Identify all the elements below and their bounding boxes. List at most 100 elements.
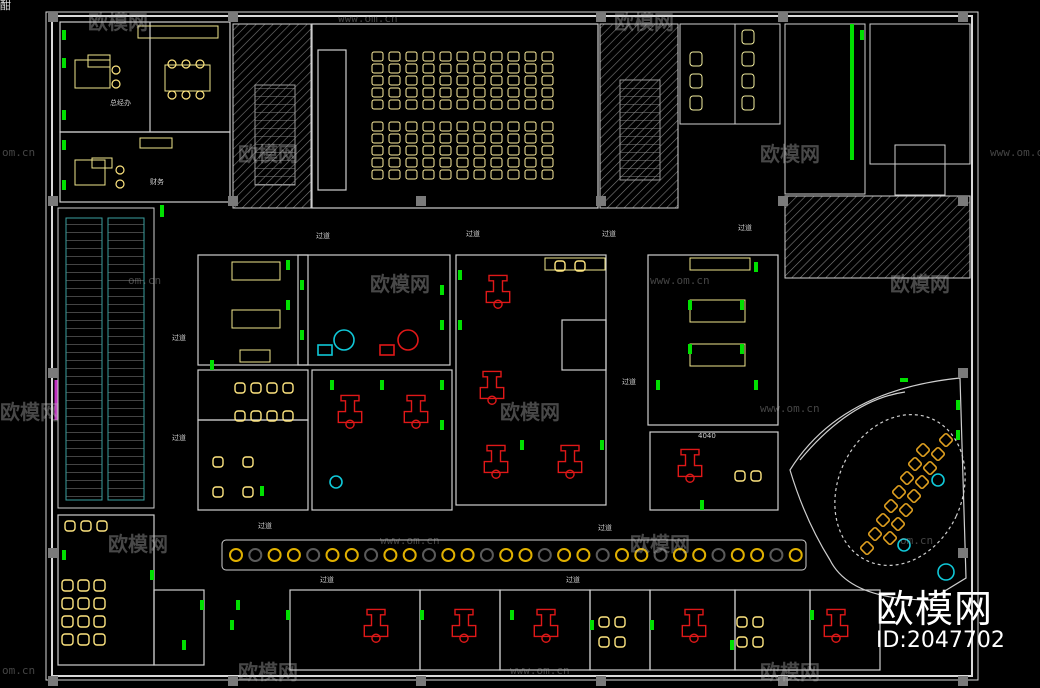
hall-seat [456, 145, 469, 156]
lounge-seat [867, 526, 883, 542]
bench-seat [634, 548, 649, 562]
hall-seat [371, 169, 384, 180]
treatment-equipment [337, 274, 849, 643]
hall-seat [388, 169, 401, 180]
lounge-seat [859, 540, 875, 556]
label-corridor-6: 过道 [172, 433, 186, 442]
chair [242, 486, 254, 498]
column [228, 196, 238, 206]
lounge-seat [899, 470, 915, 486]
hall-seat [507, 87, 520, 98]
hall-seat [371, 157, 384, 168]
treatment-stool [487, 395, 497, 405]
window-mark [330, 380, 334, 390]
hall-seat [541, 133, 554, 144]
hall-seat [371, 75, 384, 86]
chair [242, 456, 254, 468]
chair [212, 486, 224, 498]
mid-office-furniture [231, 257, 751, 367]
desk-chair [61, 597, 74, 610]
desk-chair [93, 597, 106, 610]
hall-seat [507, 157, 520, 168]
window-mark [420, 610, 424, 620]
label-gm-office: 总经办 [110, 98, 131, 107]
hall-seat [388, 87, 401, 98]
gm-office-labels: 总经办 财务 [110, 98, 164, 186]
watermark-brand-large: 欧模网 [876, 587, 994, 631]
bench-seat [672, 548, 687, 562]
column [48, 676, 58, 686]
window-mark [590, 620, 594, 630]
chair [734, 470, 746, 482]
window-mark [260, 486, 264, 496]
window-mark [850, 24, 854, 160]
hall-seat [405, 87, 418, 98]
desk-chair [77, 633, 90, 646]
toilet-fixture [741, 51, 755, 67]
bench-seat [479, 548, 494, 562]
hall-seat [524, 145, 537, 156]
window-mark [440, 380, 444, 390]
desk-chair [80, 520, 92, 532]
watermark-url-9: om.cn [2, 664, 36, 677]
window-mark [458, 320, 462, 330]
treatment-unit [337, 394, 363, 424]
toilet-fixture [741, 73, 755, 89]
treatment-unit [533, 608, 559, 638]
window-mark [754, 380, 758, 390]
window-mark [230, 620, 234, 630]
label-corridor-8: 过道 [598, 523, 612, 532]
chair [282, 410, 294, 422]
treatment-unit [557, 444, 583, 474]
gm-office-furniture [74, 25, 219, 186]
column [778, 196, 788, 206]
column [596, 676, 606, 686]
hall-seat [524, 51, 537, 62]
stair-cores [232, 23, 971, 279]
hall-seat [422, 121, 435, 132]
window-mark [656, 380, 660, 390]
hall-seat [439, 169, 452, 180]
bench-seat [364, 548, 379, 562]
washroom-block [679, 23, 971, 196]
chair [574, 260, 586, 272]
hall-seat [439, 51, 452, 62]
hall-seat [439, 145, 452, 156]
column [416, 196, 426, 206]
treatment-stool [345, 419, 355, 429]
treatment-unit [485, 274, 511, 304]
hall-seat [422, 99, 435, 110]
column [228, 12, 238, 22]
hall-seat [388, 133, 401, 144]
treatment-stool [459, 633, 469, 643]
window-mark [650, 620, 654, 630]
hall-seat [524, 63, 537, 74]
window-mark [380, 380, 384, 390]
treatment-unit [677, 448, 703, 478]
hall-seat [473, 51, 486, 62]
toilet-stalls [689, 29, 755, 111]
window-mark [458, 270, 462, 280]
treatment-stool [565, 469, 575, 479]
hall-seat [524, 133, 537, 144]
desk-chair [598, 636, 610, 648]
outer-walls [45, 11, 979, 681]
treatment-unit [363, 608, 389, 638]
desk-chair [61, 615, 74, 628]
hall-seat [422, 145, 435, 156]
hall-seat [456, 157, 469, 168]
hall-seat [371, 99, 384, 110]
column [596, 12, 606, 22]
lounge-seat [914, 474, 930, 490]
lounge-seat [890, 516, 906, 532]
desk-chair [96, 520, 108, 532]
treatment-unit [823, 608, 849, 638]
hall-seat [405, 169, 418, 180]
curved-lounge [789, 377, 967, 601]
desk-chair [752, 616, 764, 628]
chair [250, 382, 262, 394]
treatment-stool [371, 633, 381, 643]
hall-seat [490, 63, 503, 74]
lounge-seat [907, 456, 923, 472]
bench-seat [557, 548, 572, 562]
